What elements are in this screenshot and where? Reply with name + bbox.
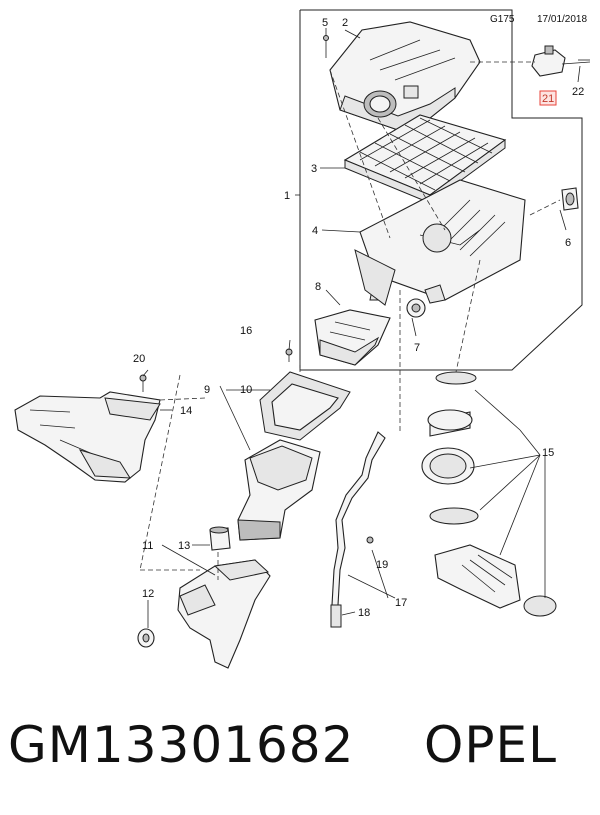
- air-cleaner-housing: [354, 179, 526, 306]
- resonator-duct: [314, 309, 391, 366]
- inlet-duct: [237, 439, 321, 541]
- callout-6: 6: [565, 237, 571, 249]
- inlet-seal: [259, 371, 351, 441]
- callout-11: 11: [142, 540, 153, 552]
- callout-17: 17: [395, 597, 407, 609]
- callout-16: 16: [240, 325, 252, 337]
- brand-name: OPEL: [424, 716, 557, 774]
- snorkel-bolt: [139, 374, 147, 392]
- highlight-box-21: [539, 90, 557, 106]
- figure-date: 17/01/2018: [537, 14, 587, 25]
- alignment-lines: [139, 61, 561, 580]
- callout-21: 21: [542, 93, 554, 105]
- retaining-clip: [285, 348, 293, 362]
- duct-mount: [137, 628, 155, 648]
- mass-air-flow-sensor: [531, 45, 591, 77]
- callout-5: 5: [322, 17, 328, 29]
- callout-9: 9: [204, 384, 210, 396]
- intake-hose-assembly: [421, 371, 557, 617]
- callout-15: 15: [542, 447, 554, 459]
- breather-hose: [330, 431, 386, 628]
- cover-screw: [323, 35, 329, 58]
- hose-clip: [366, 536, 374, 544]
- callout-12: 12: [142, 588, 154, 600]
- callout-1: 1: [284, 190, 290, 202]
- callout-7: 7: [414, 342, 420, 354]
- callout-3: 3: [311, 163, 317, 175]
- callout-4: 4: [312, 225, 318, 237]
- lower-air-duct: [177, 559, 271, 669]
- part-number: GM13301682: [8, 716, 355, 774]
- exploded-parts-diagram: G175 17/01/2018: [14, 9, 591, 669]
- callout-8: 8: [315, 281, 321, 293]
- callout-18: 18: [358, 607, 370, 619]
- lower-grommet: [406, 298, 426, 318]
- duct-grommet: [209, 526, 231, 551]
- leader-lines: [142, 28, 581, 628]
- callout-labels: 1 2 3 4 5 6 7 8 9 10 11 12 13 14 15 16 1…: [133, 17, 584, 619]
- callout-22: 22: [572, 86, 584, 98]
- callout-20: 20: [133, 353, 145, 365]
- callout-2: 2: [342, 17, 348, 29]
- air-intake-snorkel: [14, 391, 161, 483]
- mount-grommet: [561, 187, 579, 211]
- callout-14: 14: [180, 405, 192, 417]
- callout-19: 19: [376, 559, 388, 571]
- callout-13: 13: [178, 540, 190, 552]
- figure-code: G175: [490, 14, 515, 25]
- air-cleaner-cover: [329, 21, 481, 131]
- callout-10: 10: [240, 384, 252, 396]
